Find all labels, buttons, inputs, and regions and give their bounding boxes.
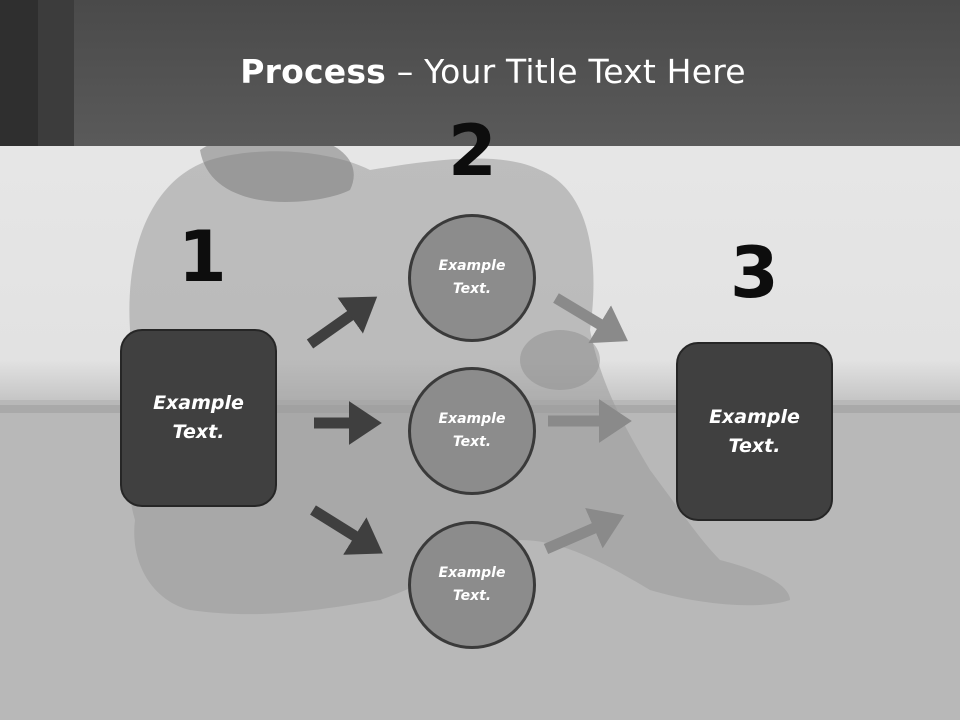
step-1-box: Example Text.: [120, 329, 277, 507]
title-rest: – Your Title Text Here: [386, 52, 746, 91]
circle-top-line1: Example: [438, 258, 506, 274]
step-3-line2: Text.: [728, 434, 781, 457]
circle-bottom-line2: Text.: [452, 588, 492, 604]
step-3-box: Example Text.: [676, 342, 833, 521]
arrow-1-to-bottom: [310, 505, 383, 555]
header-stripe-dark: [0, 0, 38, 146]
header-bar: [0, 0, 960, 146]
step-number-1: 1: [178, 216, 227, 298]
title-bold: Process: [240, 52, 387, 91]
step-number-3: 3: [730, 232, 779, 314]
slide-title: Process – Your Title Text Here: [0, 52, 960, 91]
step-1-line2: Text.: [172, 421, 225, 443]
step-2-circle-middle: Example Text.: [408, 367, 536, 495]
arrow-top-to-3: [553, 293, 628, 344]
step-2-circle-top: Example Text.: [408, 214, 536, 342]
circle-middle-line1: Example: [438, 411, 506, 427]
step-2-circle-bottom: Example Text.: [408, 521, 536, 649]
step-1-line1: Example: [153, 392, 244, 414]
step-number-2: 2: [448, 110, 497, 192]
circle-top-line2: Text.: [452, 281, 492, 297]
arrow-bottom-to-3: [543, 508, 625, 555]
circle-bottom-line1: Example: [438, 565, 506, 581]
arrow-1-to-top: [306, 296, 378, 349]
header-stripe-mid: [38, 0, 74, 146]
step-3-line1: Example: [709, 405, 800, 428]
circle-middle-line2: Text.: [452, 434, 492, 450]
